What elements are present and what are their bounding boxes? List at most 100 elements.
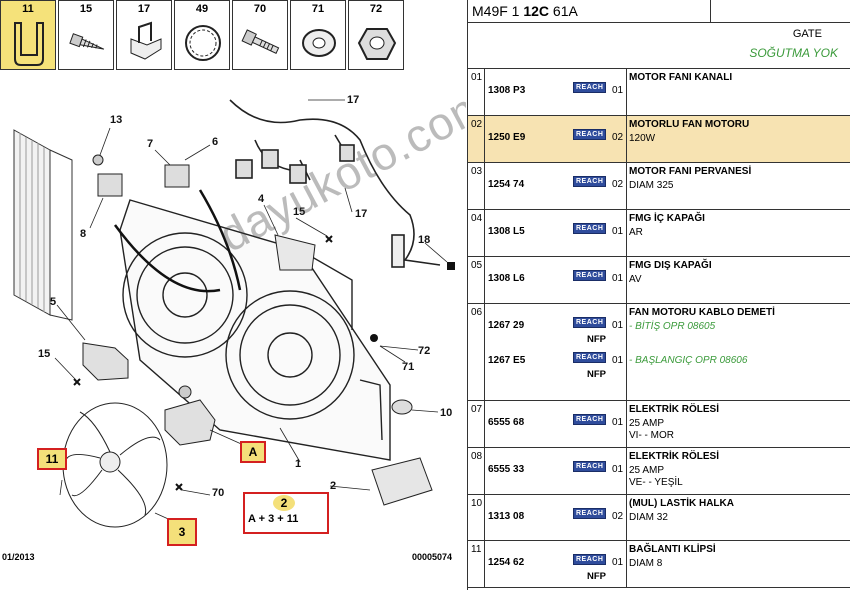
row-divider [626,304,627,400]
boxed-part-3[interactable]: 3 [167,518,197,546]
row-divider [484,210,485,256]
row-index: 01 [471,72,483,83]
model-prefix: M49F 1 [472,3,524,19]
thumb-number: 11 [22,3,34,15]
part-reference[interactable]: 6555 68 [488,417,525,428]
row-divider [484,304,485,400]
assembly-number: 2 [273,495,295,511]
fan-assembly-illustration [13,99,455,528]
part-quantity: 01 [612,464,624,475]
callout-2-ecu: 2 [330,480,337,492]
nfp-label: NFP [587,369,606,380]
row-divider [484,69,485,115]
part-quantity: 02 [612,179,624,190]
thumb-number: 49 [195,3,209,15]
row-index: 11 [471,544,482,555]
part-detail: - BİTİŞ OPR 08605 [629,321,716,332]
part-detail: VI- - MOR [629,430,674,441]
row-divider [626,448,627,494]
part-reference-2[interactable]: 1267 E5 [488,355,526,366]
nfp-label: NFP [587,571,606,582]
callout-70: 70 [212,487,225,499]
part-description: (MUL) LASTİK HALKA [629,498,734,509]
part-reference[interactable]: 1308 L5 [488,226,525,237]
part-description: MOTOR FANI KANALI [629,72,733,83]
fan-blades-drawing [62,402,168,528]
radiator-drawing [13,129,73,321]
part-detail: AR [629,227,643,238]
thumb-part-72[interactable]: 72 [348,0,404,70]
part-reference[interactable]: 1313 08 [488,511,525,522]
part-quantity-2: 01 [612,355,624,366]
reach-badge: REACH [573,223,607,234]
reach-badge: REACH [573,508,607,519]
part-quantity: 01 [612,417,624,428]
row-divider [626,163,627,209]
row-divider [626,210,627,256]
part-reference[interactable]: 1254 62 [488,557,525,568]
row-divider [626,495,627,540]
part-reference[interactable]: 1308 L6 [488,273,525,284]
part-description: FAN MOTORU KABLO DEMETİ [629,307,775,318]
reach-badge: REACH [573,317,607,328]
row-divider [484,163,485,209]
part-description: MOTORLU FAN MOTORU [629,119,750,130]
thumb-number: 71 [311,3,325,15]
thumb-number: 70 [253,3,267,15]
part-description: FMG DIŞ KAPAĞI [629,260,712,271]
thumb-part-70[interactable]: 70 [232,0,288,70]
part-reference[interactable]: 1254 74 [488,179,525,190]
reach-badge: REACH [573,129,607,140]
model-bold: 12C [523,3,550,19]
parts-table: 01 1308 P3 REACH 01 MOTOR FANI KANALI 02 1250 … [468,69,850,588]
part-detail: 120W [629,133,656,144]
thumb-part-15[interactable]: 15 [58,0,114,70]
thumb-part-17[interactable]: 17 [116,0,172,70]
callout-4: 4 [258,193,265,205]
screw-icon [69,33,105,50]
row-index: 08 [471,451,483,462]
part-reference[interactable]: 1308 P3 [488,85,526,96]
row-index: 10 [471,498,483,509]
part-quantity: 01 [612,273,624,284]
part-reference[interactable]: 1250 E9 [488,132,526,143]
row-divider [484,401,485,447]
part-reference[interactable]: 6555 33 [488,464,525,475]
assembly-box[interactable]: 2 A + 3 + 11 [243,492,329,534]
row-index: 03 [471,166,483,177]
callout-5: 5 [50,296,57,308]
part-detail: DIAM 325 [629,180,674,191]
part-quantity: 01 [612,226,624,237]
part-quantity: 01 [612,557,624,568]
footer-code: 00005074 [412,552,453,562]
thumb-part-11[interactable]: 11 [0,0,56,70]
footer-date: 01/2013 [2,552,35,562]
part-quantity: 01 [612,320,624,331]
part-detail: DIAM 8 [629,558,663,569]
row-index: 02 [471,119,483,130]
thumb-part-49[interactable]: 49 [174,0,230,70]
callout-18: 18 [418,234,431,246]
boxed-part-11[interactable]: 11 [37,448,67,470]
reach-badge: REACH [573,461,607,472]
part-quantity: 01 [612,85,624,96]
part-reference[interactable]: 1267 29 [488,320,525,331]
row-divider [626,257,627,303]
boxed-part-A[interactable]: A [240,441,266,463]
gate-section: GATE SOĞUTMA YOK [468,23,850,69]
gate-label: GATE [792,28,822,40]
callout-6: 6 [212,136,219,148]
row-index: 07 [471,404,483,415]
model-header: M49F 1 12C 61A [468,0,850,23]
thumb-part-71[interactable]: 71 [290,0,346,70]
